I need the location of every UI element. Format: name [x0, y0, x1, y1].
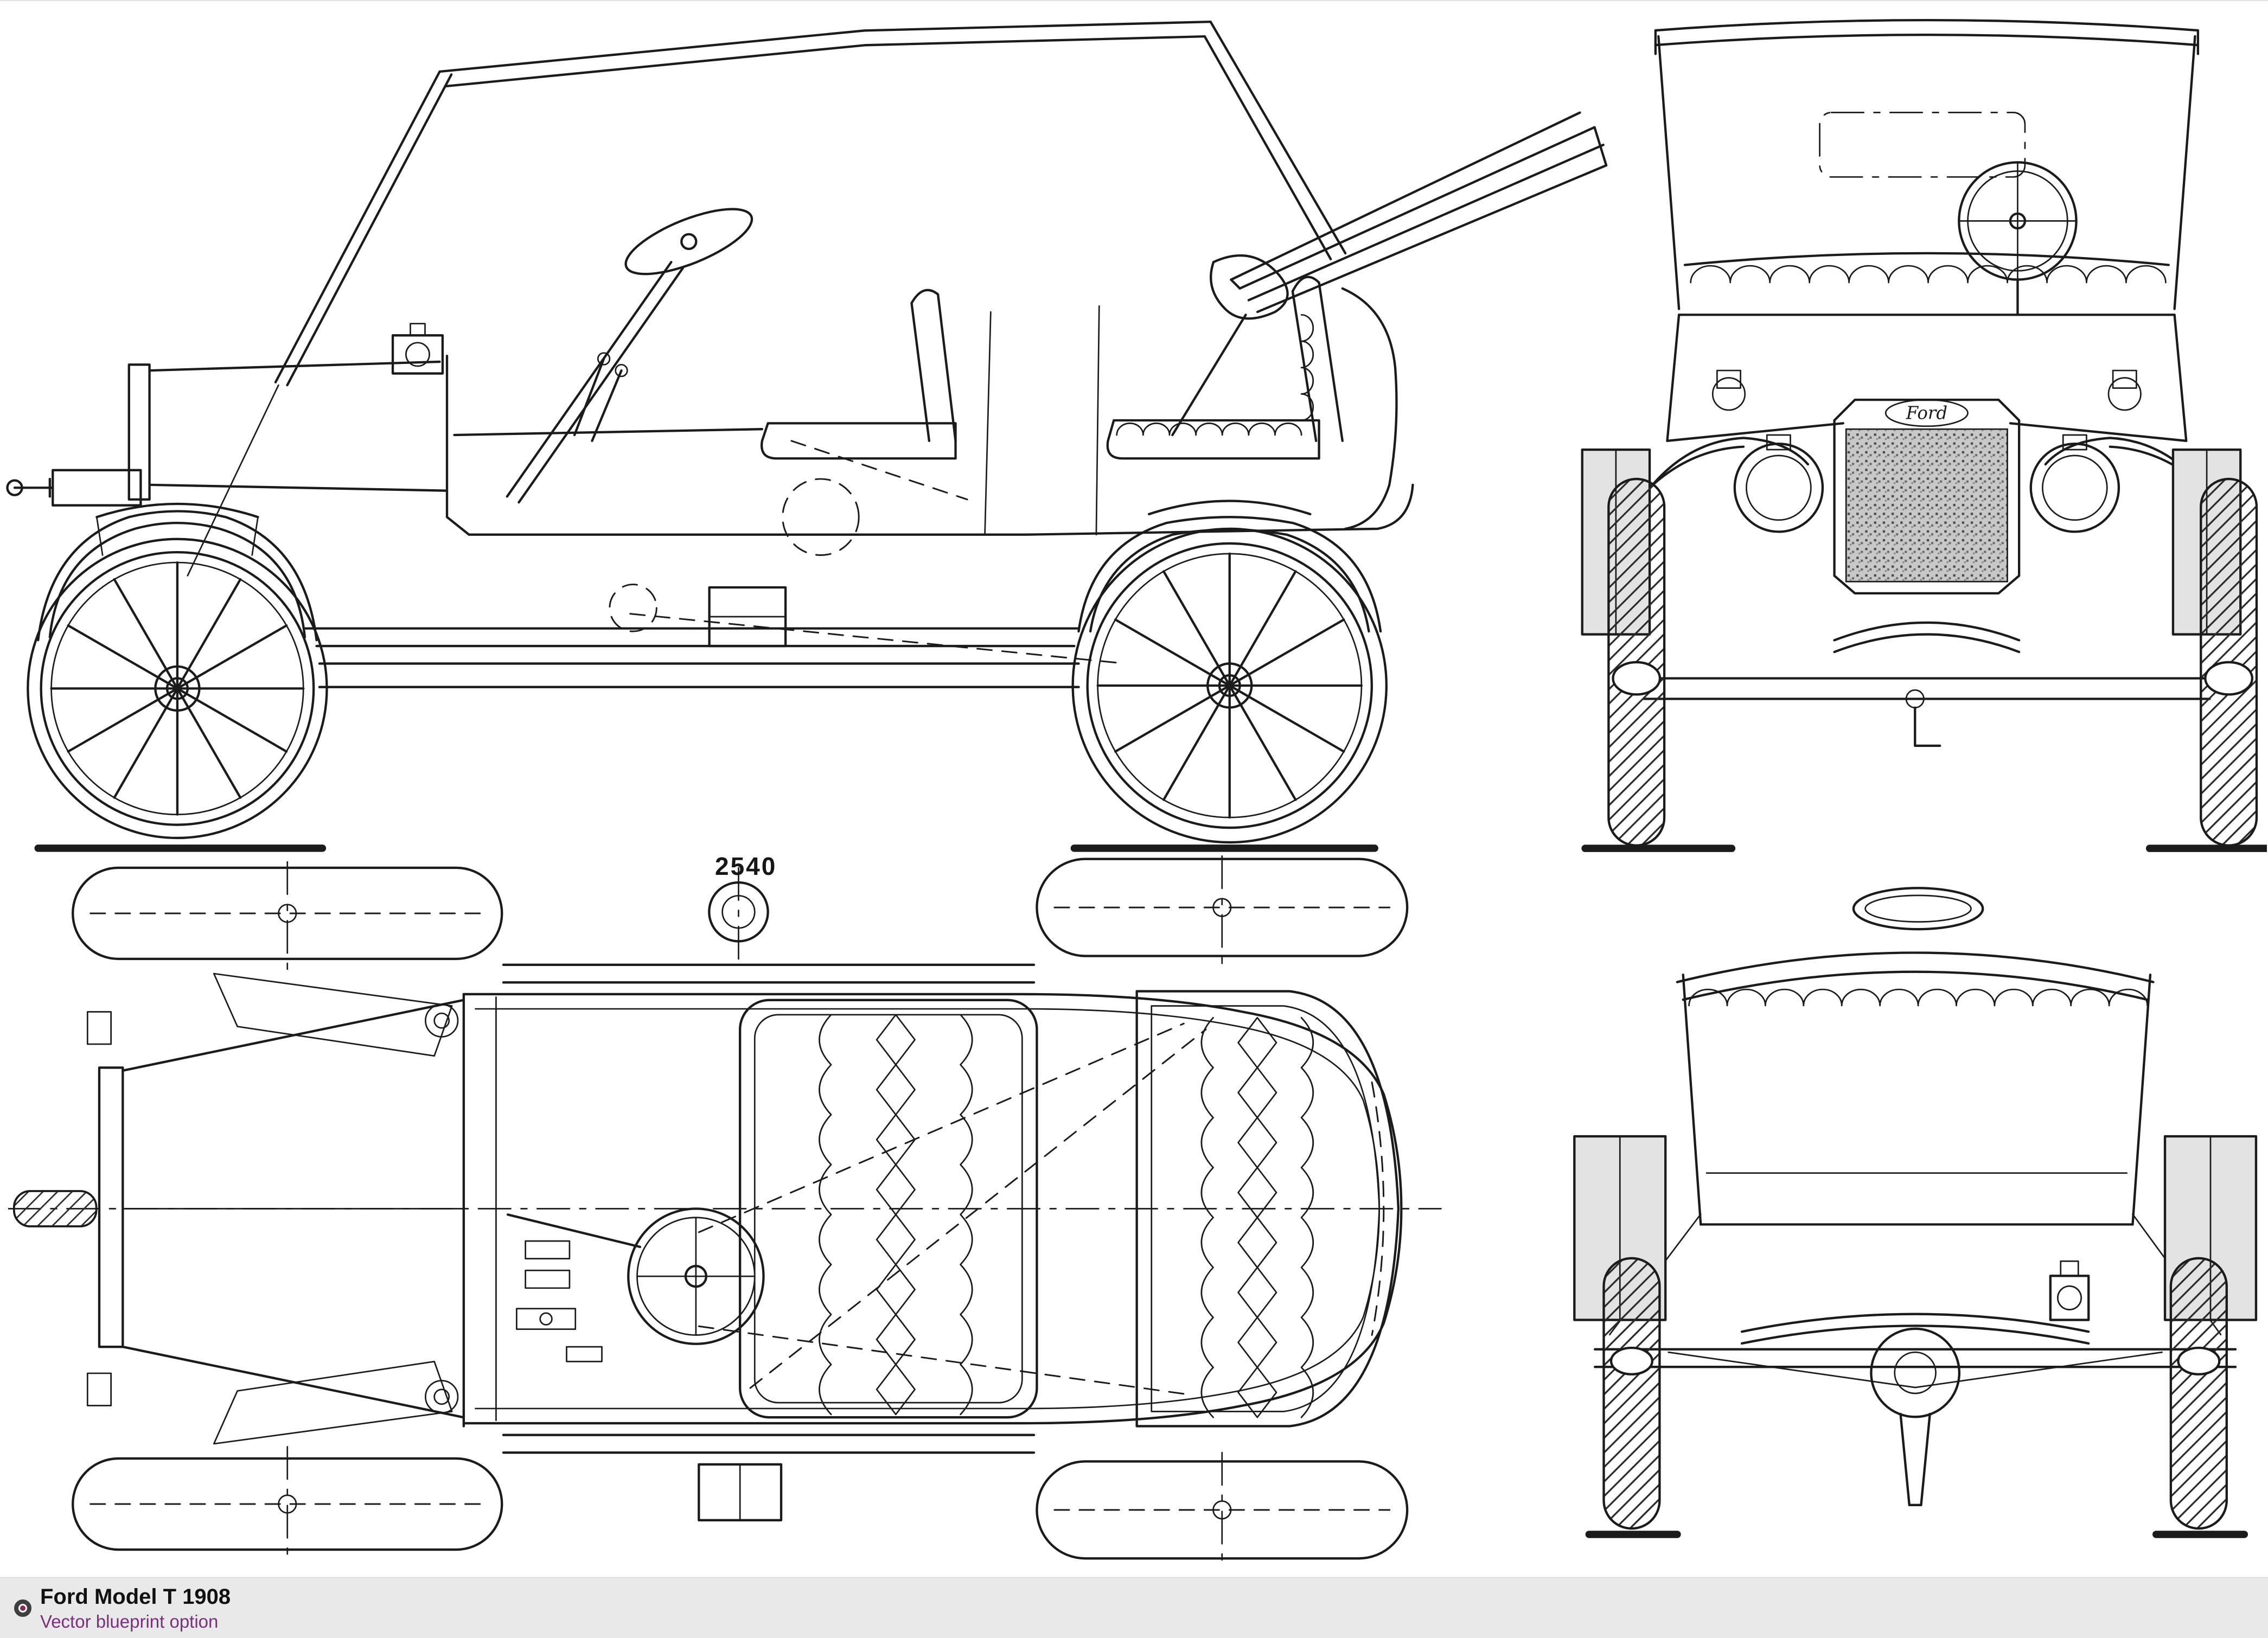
rear-seat-plan	[1135, 990, 1400, 1428]
body-hood	[127, 305, 1414, 577]
chassis	[6, 469, 1312, 688]
front-wheels	[1607, 477, 2258, 847]
caption-title: Ford Model T 1908	[40, 1584, 231, 1609]
fittings	[698, 881, 783, 1522]
caption-subtitle-link[interactable]: Vector blueprint option	[40, 1611, 219, 1631]
front-axle	[1643, 621, 2211, 747]
rear-view-drawing	[1566, 865, 2266, 1559]
tail-lamp	[2049, 1260, 2090, 1321]
rear-fenders	[1573, 1135, 2258, 1321]
rear-axle	[1594, 1313, 2237, 1506]
bullet-dot-icon	[20, 1605, 25, 1611]
steering-assembly	[506, 208, 753, 504]
top-view-blueprint	[8, 855, 1442, 1563]
ford-badge-text: Ford	[1906, 402, 1948, 423]
hood-plan	[12, 993, 497, 1428]
fenders-running-board	[37, 510, 1382, 648]
seat-roll	[1676, 951, 2155, 1007]
control-rods	[698, 1022, 1207, 1395]
blueprint-bullet-icon	[14, 1599, 31, 1617]
front-view-blueprint: Ford	[1581, 18, 2267, 852]
caption-bar: Ford Model T 1908 Vector blueprint optio…	[0, 1577, 2268, 1638]
steering-wheel-rear	[1852, 887, 1984, 931]
body-tub	[1608, 973, 2222, 1335]
fenders-plan	[72, 858, 1409, 1560]
rear-wheels	[1585, 1257, 2248, 1538]
steering-plan	[506, 1207, 765, 1362]
side-view-blueprint	[6, 20, 1608, 852]
front-seat-plan	[739, 999, 1038, 1419]
rear-view-blueprint	[1573, 887, 2258, 1538]
folded-top	[1171, 111, 1608, 437]
roof-top	[274, 20, 1347, 387]
radiator: Ford	[1833, 398, 2021, 595]
front-view-drawing: Ford	[1556, 1, 2267, 869]
side-view-drawing	[0, 1, 1617, 869]
bench-seat	[1677, 252, 2176, 316]
cowl-body	[1666, 313, 2188, 442]
roof-frame	[1654, 18, 2200, 310]
steering-wheel	[1958, 161, 2078, 316]
front-wheel	[27, 538, 328, 840]
top-view-drawing	[8, 847, 1448, 1570]
caption-text: Ford Model T 1908 Vector blueprint optio…	[40, 1583, 231, 1633]
rear-wheel	[1071, 527, 1388, 844]
seats	[760, 276, 1398, 530]
wheelbase-dimension-label: 2540	[715, 852, 777, 880]
